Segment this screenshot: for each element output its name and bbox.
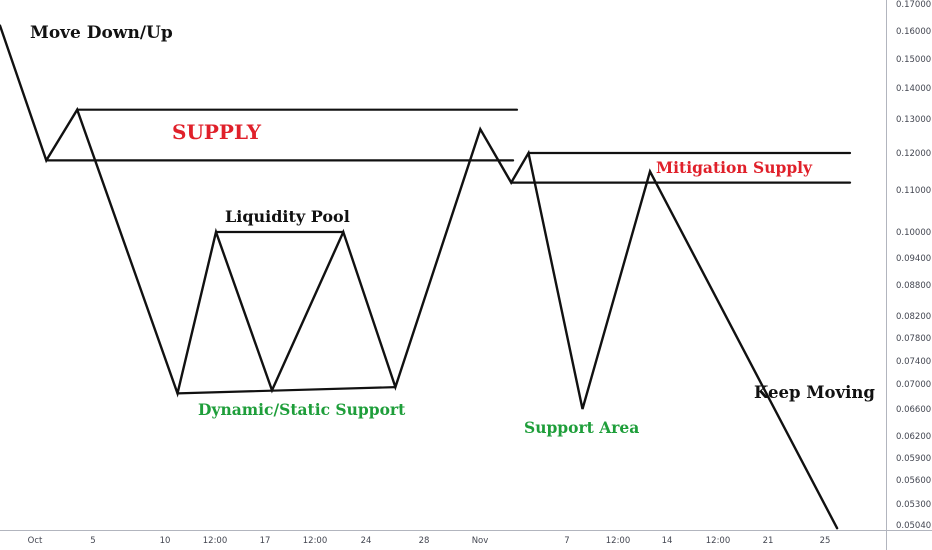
- y-tick-label: 0.08800: [896, 281, 931, 291]
- y-tick-label: 0.10000: [896, 228, 931, 238]
- annotation-supportArea: Support Area: [524, 418, 639, 437]
- y-tick-label: 0.11000: [896, 186, 931, 196]
- y-tick-label: 0.07800: [896, 334, 931, 344]
- x-tick-label: 14: [662, 536, 673, 546]
- x-tick-label: 17: [260, 536, 271, 546]
- y-tick-label: 0.16000: [896, 27, 931, 37]
- x-tick-label: 28: [419, 536, 430, 546]
- support-line-line: [176, 386, 397, 395]
- y-tick-label: 0.12000: [896, 149, 931, 159]
- annotation-support: Dynamic/Static Support: [198, 400, 406, 419]
- y-tick-label: 0.05040: [896, 521, 931, 531]
- y-tick-label: 0.06200: [896, 432, 931, 442]
- x-tick-label: 5: [90, 536, 95, 546]
- annotation-supply: SUPPLY: [172, 120, 262, 144]
- y-tick-label: 0.14000: [896, 84, 931, 94]
- x-tick-label: 12:00: [706, 536, 731, 546]
- x-tick-label: Oct: [28, 536, 43, 546]
- annotation-mitigation: Mitigation Supply: [656, 158, 813, 177]
- x-tick-label: 24: [361, 536, 372, 546]
- y-tick-label: 0.13000: [896, 115, 931, 125]
- x-tick-label: 10: [160, 536, 171, 546]
- annotation-keep: Keep Moving: [754, 383, 875, 402]
- y-tick-label: 0.17000: [896, 0, 931, 10]
- y-tick-label: 0.05600: [896, 476, 931, 486]
- y-tick-label: 0.07000: [896, 380, 931, 390]
- y-tick-label: 0.09400: [896, 254, 931, 264]
- y-tick-label: 0.07400: [896, 357, 931, 367]
- y-tick-label: 0.05300: [896, 500, 931, 510]
- x-tick-label: Nov: [472, 536, 489, 546]
- x-tick-label: 21: [763, 536, 774, 546]
- x-tick-label: 12:00: [203, 536, 228, 546]
- x-tick-label: 12:00: [303, 536, 328, 546]
- price-path: [0, 24, 839, 530]
- y-tick-label: 0.05900: [896, 454, 931, 464]
- y-tick-label: 0.08200: [896, 312, 931, 322]
- y-tick-label: 0.15000: [896, 55, 931, 65]
- y-tick-label: 0.06600: [896, 405, 931, 415]
- x-tick-label: 7: [564, 536, 569, 546]
- x-tick-label: 12:00: [606, 536, 631, 546]
- x-tick-label: 25: [820, 536, 831, 546]
- annotation-liquidity: Liquidity Pool: [225, 207, 350, 226]
- annotation-move: Move Down/Up: [30, 23, 173, 43]
